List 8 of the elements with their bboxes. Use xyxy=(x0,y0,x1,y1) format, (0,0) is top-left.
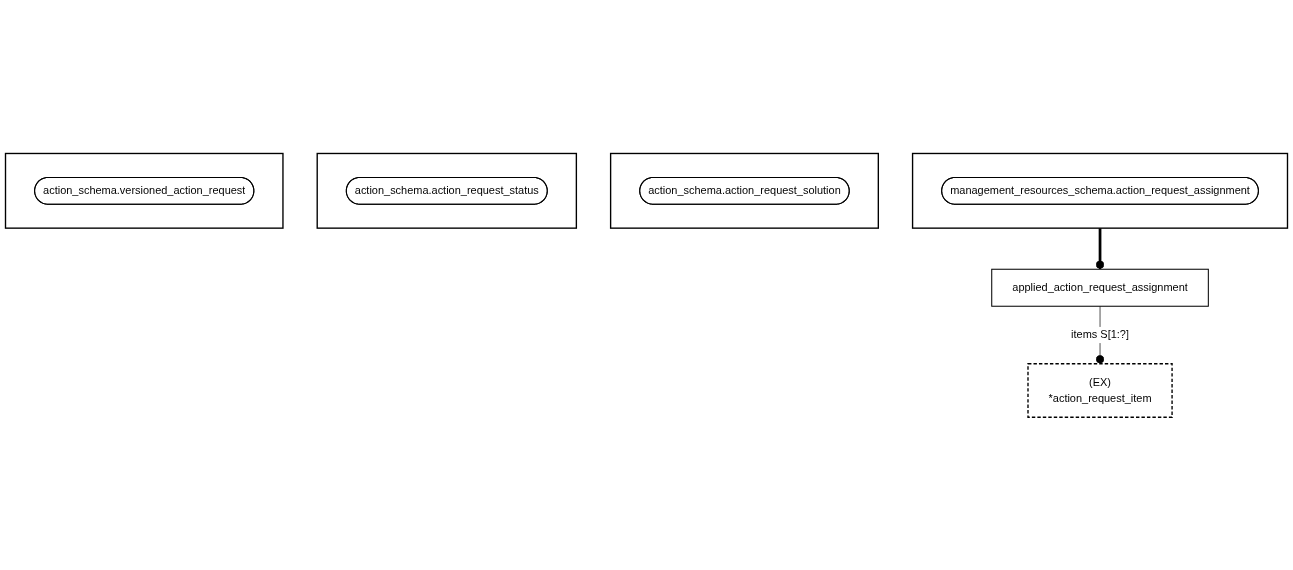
cluster xyxy=(911,152,1289,229)
node-box: applied_action_request_assignment xyxy=(991,268,1209,307)
connector xyxy=(1095,227,1105,269)
node-box: (EX) *action_request_item xyxy=(1027,362,1173,418)
cluster xyxy=(316,152,578,229)
cluster xyxy=(4,152,284,229)
cluster xyxy=(609,152,879,229)
edge-label: items S[1:?] xyxy=(1071,328,1129,341)
